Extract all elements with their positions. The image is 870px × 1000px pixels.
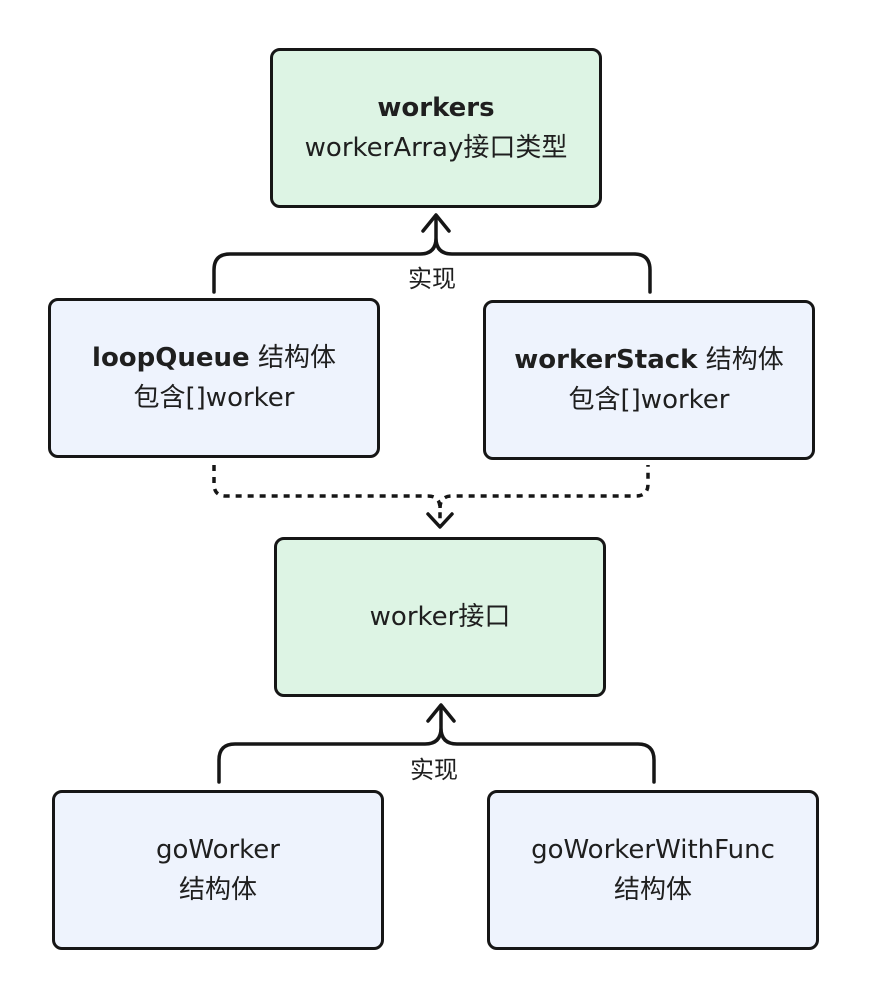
loop-queue-title: loopQueue — [92, 343, 250, 373]
implements-label-bottom: 实现 — [406, 755, 462, 785]
contains-connector — [212, 465, 650, 526]
loop-queue-subtitle: 包含[]worker — [133, 383, 295, 413]
implements-connector-bottom — [217, 704, 656, 784]
loop-queue-heading: loopQueue 结构体 — [92, 338, 336, 378]
worker-stack-node: workerStack 结构体 包含[]worker — [483, 300, 815, 460]
arrowhead-worker-interface — [426, 703, 456, 723]
loop-queue-kind: 结构体 — [257, 343, 336, 373]
loop-queue-node: loopQueue 结构体 包含[]worker — [48, 298, 380, 458]
worker-stack-kind: 结构体 — [705, 345, 784, 375]
worker-stack-title: workerStack — [514, 345, 698, 375]
workers-subtitle: workerArray接口类型 — [304, 133, 568, 163]
go-worker-with-func-title: goWorkerWithFunc — [531, 835, 775, 865]
worker-stack-subtitle: 包含[]worker — [568, 385, 730, 415]
arrowhead-workers — [421, 213, 451, 233]
go-worker-title: goWorker — [155, 835, 280, 865]
go-worker-subtitle: 结构体 — [178, 875, 257, 905]
implements-label-top: 实现 — [404, 264, 460, 294]
workers-node: workers workerArray接口类型 — [270, 48, 602, 208]
implements-connector-top — [212, 214, 652, 294]
go-worker-with-func-subtitle: 结构体 — [613, 875, 692, 905]
worker-interface-node: worker接口 — [274, 537, 606, 697]
arrowhead-worker-interface-dashed — [426, 512, 454, 529]
go-worker-node: goWorker 结构体 — [52, 790, 384, 950]
workers-title: workers — [377, 93, 495, 123]
worker-stack-heading: workerStack 结构体 — [514, 340, 783, 380]
go-worker-with-func-node: goWorkerWithFunc 结构体 — [487, 790, 819, 950]
worker-interface-title: worker接口 — [369, 602, 511, 632]
